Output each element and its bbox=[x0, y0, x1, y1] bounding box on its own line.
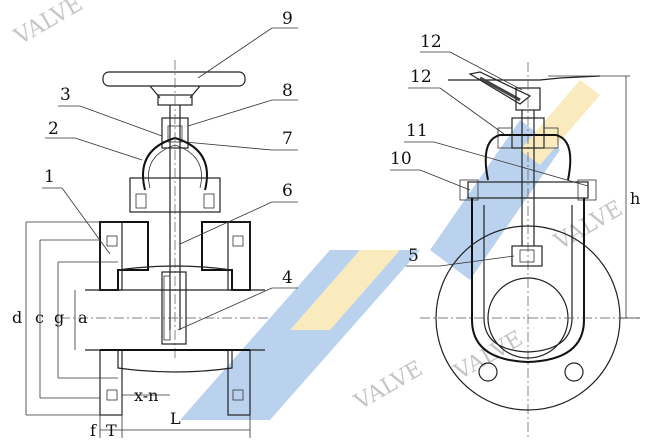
left-section-view bbox=[60, 60, 270, 416]
watermark-text-1: VALVE bbox=[10, 0, 88, 51]
stem-block bbox=[511, 245, 543, 267]
callout-3: 3 bbox=[60, 85, 71, 105]
callout-12-top: 12 bbox=[420, 32, 442, 52]
dim-f: f bbox=[90, 421, 97, 440]
dim-c: c bbox=[35, 308, 44, 327]
body-right bbox=[471, 198, 585, 364]
dim-a: a bbox=[78, 308, 88, 327]
flange-bottom-left bbox=[99, 349, 123, 416]
watermark-text-3: VALVE bbox=[350, 356, 428, 415]
callout-2: 2 bbox=[48, 119, 59, 139]
left-dimensions: d c g a x-n L f T bbox=[12, 221, 251, 440]
handwheel-left bbox=[102, 71, 246, 106]
dim-x-n: x-n bbox=[134, 386, 158, 405]
callout-6: 6 bbox=[282, 181, 293, 201]
dim-g: g bbox=[54, 308, 64, 327]
dim-T: T bbox=[106, 421, 117, 440]
callout-9: 9 bbox=[282, 9, 293, 29]
right-end-view: h bbox=[420, 62, 640, 440]
bonnet-right bbox=[484, 134, 572, 181]
body-left-upper bbox=[99, 221, 149, 291]
callout-7: 7 bbox=[282, 129, 293, 149]
dim-L: L bbox=[170, 409, 181, 428]
left-callouts: 9 8 3 7 2 1 6 4 bbox=[42, 9, 298, 331]
callout-5: 5 bbox=[408, 246, 419, 266]
handwheel-right bbox=[448, 75, 601, 81]
watermark-blue-stripe-right bbox=[430, 120, 560, 280]
callout-10: 10 bbox=[390, 149, 412, 169]
dim-d: d bbox=[12, 308, 22, 327]
watermark-logo bbox=[180, 80, 600, 420]
dim-h: h bbox=[630, 189, 640, 208]
right-callouts: 12 12 11 10 5 bbox=[390, 32, 589, 267]
watermark-blue-stripe bbox=[180, 250, 420, 420]
watermark-yellow-stripe bbox=[290, 250, 400, 330]
callout-11: 11 bbox=[406, 121, 428, 141]
callout-12-bottom: 12 bbox=[410, 67, 432, 87]
watermark-text-2: VALVE bbox=[550, 196, 628, 255]
callout-8: 8 bbox=[282, 81, 293, 101]
callout-4: 4 bbox=[282, 268, 293, 288]
body-right-upper bbox=[201, 221, 251, 291]
gate-wedge bbox=[161, 271, 187, 345]
watermark-yellow-stripe-right bbox=[520, 80, 600, 165]
callout-1: 1 bbox=[44, 167, 55, 187]
